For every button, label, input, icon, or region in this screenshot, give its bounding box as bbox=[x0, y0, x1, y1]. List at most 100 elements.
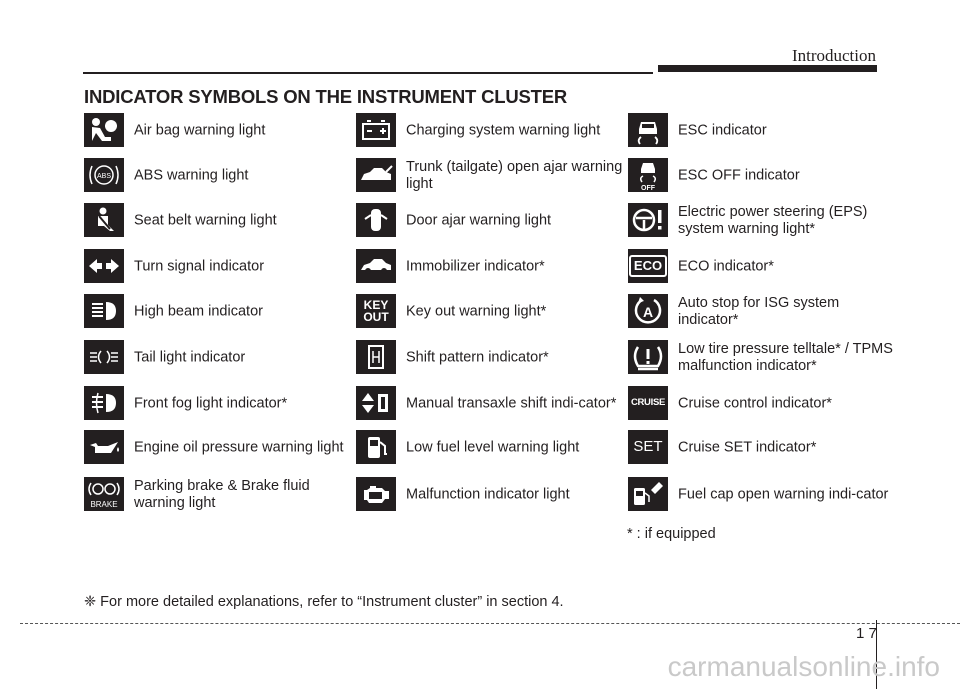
brake-icon: BRAKE bbox=[84, 477, 124, 511]
engine-check-icon bbox=[356, 477, 396, 511]
indicator-item: High beam indicator bbox=[84, 294, 354, 330]
indicator-label: Electric power steering (EPS) system war… bbox=[678, 204, 868, 237]
indicator-label: Cruise SET indicator* bbox=[678, 439, 817, 456]
indicator-label: Air bag warning light bbox=[134, 122, 266, 139]
indicator-item: CRUISE Cruise control indicator* bbox=[628, 386, 898, 422]
indicator-label: Immobilizer indicator* bbox=[406, 258, 545, 275]
indicator-label: Shift pattern indicator* bbox=[406, 349, 549, 366]
indicator-item: BRAKE Parking brake & Brake fluid warnin… bbox=[84, 477, 354, 513]
indicator-item: Front fog light indicator* bbox=[84, 386, 354, 422]
indicator-label: Tail light indicator bbox=[134, 349, 246, 366]
indicator-label: Auto stop for ISG system indicator* bbox=[678, 295, 840, 328]
indicator-item: Immobilizer indicator* bbox=[356, 249, 626, 285]
watermark: carmanualsonline.info bbox=[667, 651, 940, 682]
tail-light-icon bbox=[84, 340, 124, 374]
indicator-label: Low tire pressure telltale* / TPMS malfu… bbox=[678, 341, 893, 374]
section-title: Introduction bbox=[791, 46, 876, 65]
indicator-item: Electric power steering (EPS) system war… bbox=[628, 203, 898, 239]
indicator-item: Air bag warning light bbox=[84, 113, 354, 149]
header-rule bbox=[83, 72, 653, 74]
indicator-item: Low tire pressure telltale* / TPMS malfu… bbox=[628, 340, 898, 376]
reference-note: ❈ For more detailed explanations, refer … bbox=[84, 594, 564, 610]
indicator-label: High beam indicator bbox=[134, 303, 263, 320]
footnote: * : if equipped bbox=[627, 526, 716, 542]
manual-shift-icon bbox=[356, 386, 396, 420]
indicator-item: Shift pattern indicator* bbox=[356, 340, 626, 376]
indicator-item: Door ajar warning light bbox=[356, 203, 626, 239]
low-fuel-icon bbox=[356, 430, 396, 464]
brake-icon-text: BRAKE bbox=[90, 500, 117, 509]
indicator-item: Low fuel level warning light bbox=[356, 430, 626, 466]
indicator-item: A Auto stop for ISG system indicator* bbox=[628, 294, 898, 330]
indicator-label: ESC indicator bbox=[678, 122, 767, 139]
indicator-label: Turn signal indicator bbox=[134, 258, 265, 275]
eco-icon: ECO bbox=[628, 249, 668, 283]
key-out-text-2: OUT bbox=[363, 310, 389, 324]
eco-icon-text: ECO bbox=[628, 255, 668, 277]
key-out-text-1: KEY bbox=[363, 298, 389, 312]
cruise-set-text: SET bbox=[633, 438, 663, 455]
indicator-label: Low fuel level warning light bbox=[406, 439, 580, 456]
front-fog-icon bbox=[84, 386, 124, 420]
esc-icon bbox=[628, 113, 668, 147]
indicator-item: Turn signal indicator bbox=[84, 249, 354, 285]
oil-pressure-icon bbox=[84, 430, 124, 464]
cruise-set-icon: SET bbox=[628, 430, 668, 464]
indicator-item: Trunk (tailgate) open ajar warning light bbox=[356, 158, 626, 194]
airbag-icon bbox=[84, 113, 124, 147]
eps-icon bbox=[628, 203, 668, 237]
abs-icon: ABS bbox=[84, 158, 124, 192]
seatbelt-icon bbox=[84, 203, 124, 237]
footer-dashed-line bbox=[20, 623, 960, 624]
cruise-icon-text: CRUISE bbox=[630, 397, 666, 408]
indicator-label: Key out warning light* bbox=[406, 303, 547, 320]
indicator-item: Engine oil pressure warning light bbox=[84, 430, 354, 466]
indicator-item: SET Cruise SET indicator* bbox=[628, 430, 898, 466]
indicator-label: Door ajar warning light bbox=[406, 212, 552, 229]
battery-icon bbox=[356, 113, 396, 147]
indicator-label: Manual transaxle shift indi-cator* bbox=[406, 395, 617, 412]
indicator-label: Parking brake & Brake fluid warning ligh… bbox=[134, 478, 310, 511]
turn-signal-icon bbox=[84, 249, 124, 283]
high-beam-icon bbox=[84, 294, 124, 328]
indicator-item: OFF ESC OFF indicator bbox=[628, 158, 898, 194]
esc-off-text: OFF bbox=[641, 185, 656, 192]
shift-pattern-icon bbox=[356, 340, 396, 374]
fuel-cap-icon bbox=[628, 477, 668, 511]
door-ajar-icon bbox=[356, 203, 396, 237]
indicator-label: Seat belt warning light bbox=[134, 212, 277, 229]
trunk-icon bbox=[356, 158, 396, 192]
page-heading: INDICATOR SYMBOLS ON THE INSTRUMENT CLUS… bbox=[84, 86, 568, 107]
indicator-label: ABS warning light bbox=[134, 167, 249, 184]
indicator-item: Fuel cap open warning indi-cator bbox=[628, 477, 898, 513]
indicator-item: ECO ECO indicator* bbox=[628, 249, 898, 285]
indicator-item: ABS ABS warning light bbox=[84, 158, 354, 194]
indicator-item: Charging system warning light bbox=[356, 113, 626, 149]
page-number-divider bbox=[876, 620, 877, 689]
header-rule-bar bbox=[658, 65, 877, 72]
auto-stop-text: A bbox=[643, 304, 653, 320]
indicator-label: Engine oil pressure warning light bbox=[134, 439, 344, 456]
indicator-label: Fuel cap open warning indi-cator bbox=[678, 486, 889, 503]
indicator-label: Malfunction indicator light bbox=[406, 486, 570, 503]
abs-icon-text: ABS bbox=[97, 173, 111, 180]
indicator-item: Seat belt warning light bbox=[84, 203, 354, 239]
cruise-icon: CRUISE bbox=[628, 386, 668, 420]
indicator-label: Charging system warning light bbox=[406, 122, 601, 139]
indicator-label: ECO indicator* bbox=[678, 258, 774, 275]
auto-stop-icon: A bbox=[628, 294, 668, 328]
indicator-item: Tail light indicator bbox=[84, 340, 354, 376]
page-number: 1 7 bbox=[856, 625, 877, 642]
indicator-item: ESC indicator bbox=[628, 113, 898, 149]
indicator-item: Malfunction indicator light bbox=[356, 477, 626, 513]
immobilizer-icon bbox=[356, 249, 396, 283]
indicator-label: Cruise control indicator* bbox=[678, 395, 832, 412]
indicator-label: ESC OFF indicator bbox=[678, 167, 800, 184]
tire-pressure-icon bbox=[628, 340, 668, 374]
indicator-label: Trunk (tailgate) open ajar warning light bbox=[406, 159, 623, 192]
indicator-label: Front fog light indicator* bbox=[134, 395, 288, 412]
esc-off-icon: OFF bbox=[628, 158, 668, 192]
indicator-item: Manual transaxle shift indi-cator* bbox=[356, 386, 626, 422]
